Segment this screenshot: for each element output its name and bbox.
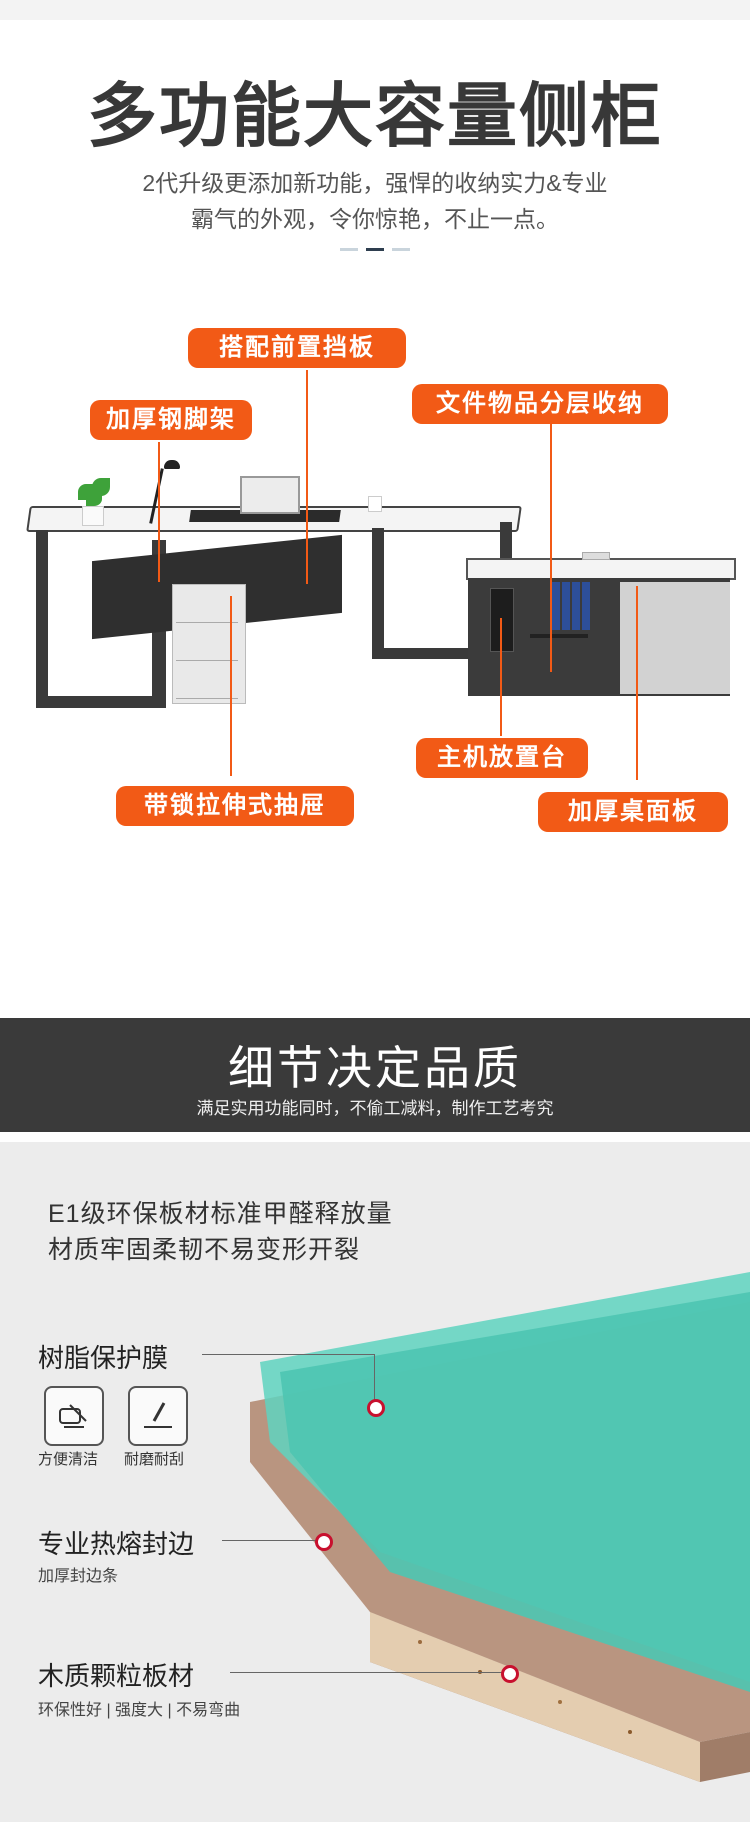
pointer-line	[230, 1672, 508, 1673]
desk-foot-left	[36, 696, 166, 708]
cabinet-shelf	[530, 634, 588, 638]
material-intro-line-2: 材质牢固柔韧不易变形开裂	[48, 1236, 361, 1264]
section-divider	[340, 248, 410, 252]
drawer-pedestal	[172, 584, 246, 704]
cabinet-top	[466, 558, 736, 580]
detail-heading: 细节决定品质	[228, 1041, 522, 1095]
particle	[558, 1700, 562, 1704]
pointer-marker	[367, 1399, 385, 1417]
pointer-line	[374, 1354, 375, 1404]
feature-label-scratch: 耐磨耐刮	[124, 1451, 185, 1468]
desk-foot-right	[372, 648, 512, 659]
plant-pot	[82, 506, 104, 526]
material-intro-line-1: E1级环保板材标准甲醛释放量	[48, 1200, 393, 1228]
callout-file-storage: 文件物品分层收纳	[412, 384, 668, 424]
layer-label-edge-banding: 专业热熔封边	[38, 1529, 195, 1559]
computer-tower	[490, 588, 514, 652]
drawer-1	[176, 588, 238, 623]
desk-lamp-head	[164, 460, 180, 469]
callout-lock-drawer: 带锁拉伸式抽屉	[116, 786, 354, 826]
plant-leaf	[92, 478, 110, 496]
binder	[552, 582, 560, 630]
callout-thick-top: 加厚桌面板	[538, 792, 728, 832]
pointer-marker	[315, 1533, 333, 1551]
callout-steel-frame: 加厚钢脚架	[90, 400, 252, 440]
pointer-marker	[501, 1665, 519, 1683]
plant-leaf	[86, 492, 102, 506]
callout-leader-line	[158, 442, 160, 582]
callout-front-panel: 搭配前置挡板	[188, 328, 406, 368]
callout-host-stand: 主机放置台	[416, 738, 588, 778]
desk-leg-left-front	[36, 530, 48, 704]
page-title: 多功能大容量侧柜	[87, 77, 663, 155]
layer-label-particle-board: 木质颗粒板材	[38, 1661, 195, 1691]
layer-caption-particle-board: 环保性好 | 强度大 | 不易弯曲	[38, 1702, 241, 1719]
cabinet-door	[620, 582, 730, 694]
particle	[418, 1640, 422, 1644]
detail-subheading: 满足实用功能同时，不偷工减料，制作工艺考究	[196, 1099, 554, 1118]
callout-leader-line	[636, 586, 638, 780]
drawer-3	[176, 664, 238, 699]
callout-leader-line	[550, 424, 552, 672]
binder	[582, 582, 590, 630]
layer-caption-edge-banding: 加厚封边条	[38, 1568, 119, 1585]
feature-label-clean: 方便清洁	[38, 1451, 99, 1468]
detail-header-band	[0, 1018, 750, 1132]
particle	[628, 1730, 632, 1734]
tray	[582, 552, 610, 560]
drawer-2	[176, 626, 238, 661]
callout-leader-line	[230, 596, 232, 776]
hero-subtitle-line-2: 霸气的外观，令你惊艳，不止一点。	[191, 206, 559, 232]
binder	[572, 582, 580, 630]
top-strip	[0, 0, 750, 20]
layer-label-resin: 树脂保护膜	[38, 1343, 169, 1373]
board-layers-illustration	[250, 1272, 750, 1782]
desk-leg-right-front	[372, 528, 384, 656]
resin-layer	[280, 1292, 750, 1692]
mug	[368, 496, 382, 512]
hero-subtitle-line-1: 2代升级更添加新功能，强悍的收纳实力&专业	[142, 170, 608, 196]
pointer-line	[222, 1540, 320, 1541]
callout-leader-line	[306, 370, 308, 584]
scratch-pen-icon	[128, 1386, 188, 1446]
particle-core	[370, 1612, 700, 1782]
hand-wipe-icon	[44, 1386, 104, 1446]
laptop	[240, 476, 300, 514]
binder	[562, 582, 570, 630]
callout-leader-line	[500, 618, 502, 736]
pointer-line	[202, 1354, 374, 1355]
